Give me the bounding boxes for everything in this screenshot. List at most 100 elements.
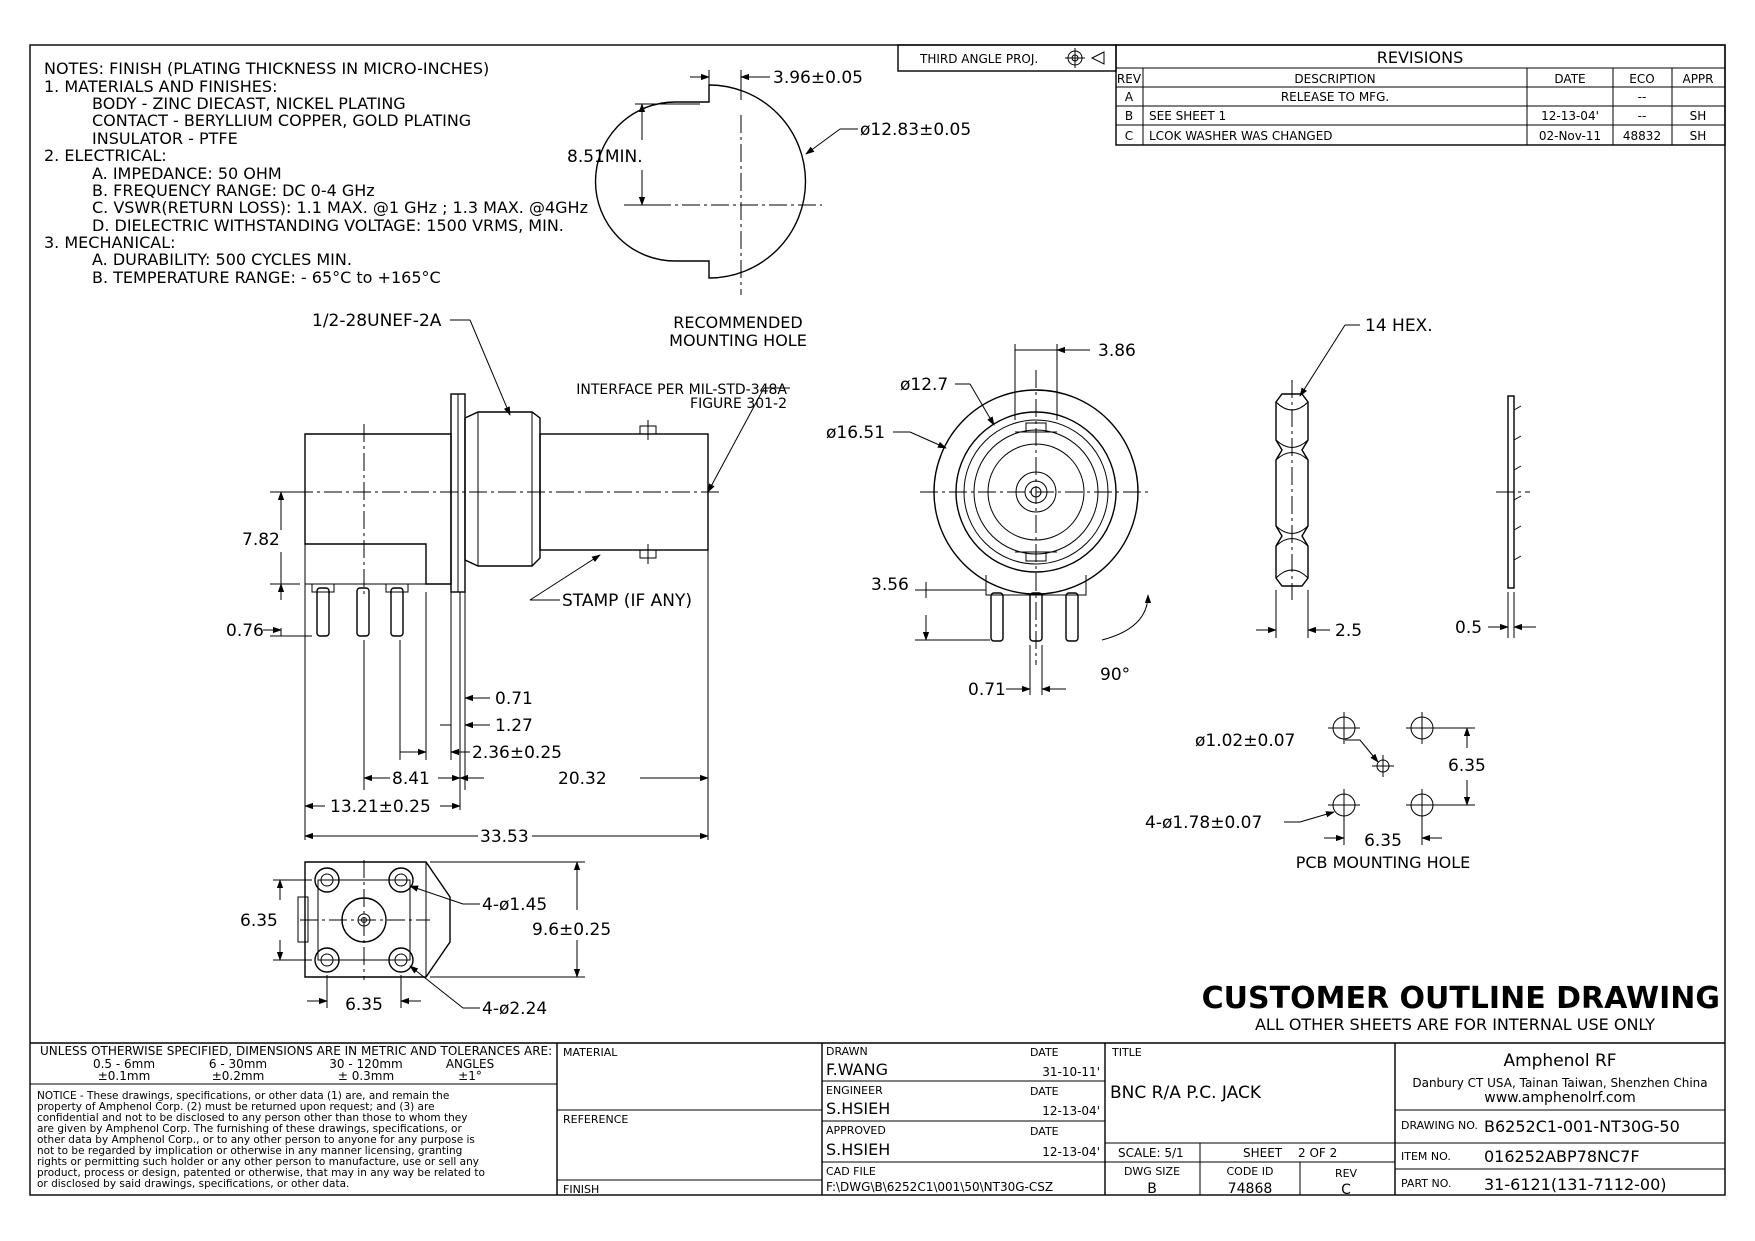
notes-line: BODY - ZINC DIECAST, NICKEL PLATING: [92, 94, 406, 113]
third-angle-icon: [1065, 48, 1105, 68]
date-label: DATE: [1030, 1085, 1059, 1098]
date-label: DATE: [1030, 1125, 1059, 1138]
description-cell: LCOK WASHER WAS CHANGED: [1149, 129, 1333, 143]
outline-banner: CUSTOMER OUTLINE DRAWING ALL OTHER SHEET…: [1202, 981, 1720, 1034]
appr-cell: SH: [1690, 109, 1707, 123]
item-no-label: ITEM NO.: [1401, 1150, 1451, 1163]
dim-label: 0.5: [1455, 618, 1482, 638]
dim-label: 0.76: [226, 621, 264, 641]
notes-line: B. TEMPERATURE RANGE: - 65°C to +165°C: [92, 268, 441, 287]
sheet-border: [29, 44, 1726, 1196]
dim-label: ø12.7: [900, 375, 948, 395]
dim-label: INTERFACE PER MIL-STD-348A: [576, 382, 787, 398]
tolerance-value: ±1°: [458, 1069, 482, 1083]
dim-label: 2.5: [1335, 621, 1362, 641]
dwg-size-label: DWG SIZE: [1124, 1165, 1180, 1178]
notice-line: property of Amphenol Corp. (2) must be r…: [37, 1101, 435, 1113]
banner-title: CUSTOMER OUTLINE DRAWING: [1202, 981, 1720, 1016]
mounting-hole-view: 3.96±0.05 ø12.83±0.05 8.51MIN. RECOMMEND…: [567, 68, 971, 350]
cad-file: F:\DWG\B\6252C1\001\50\NT30G-CSZ: [826, 1180, 1053, 1194]
code-id-label: CODE ID: [1227, 1165, 1274, 1178]
revisions-table: REVISIONS REV DESCRIPTION DATE ECO APPR …: [1115, 44, 1726, 146]
dim-label: 3.96±0.05: [773, 68, 863, 88]
notice-line: not to be regarded by implication or oth…: [37, 1145, 462, 1157]
notice-line: confidential and not to be disclosed to …: [37, 1112, 467, 1124]
dim-label: 3.86: [1098, 341, 1136, 361]
dwg-size: B: [1147, 1181, 1157, 1197]
tolerance-range: 6 - 30mm: [209, 1057, 267, 1071]
dim-label: 4-ø1.78±0.07: [1145, 813, 1262, 833]
bottom-hole: [314, 867, 414, 973]
material-label: MATERIAL: [563, 1046, 618, 1059]
pcb-hole-view: ø1.02±0.07 4-ø1.78±0.07 6.35 6.35 PCB MO…: [1145, 712, 1486, 872]
notes-line: INSULATOR - PTFE: [92, 129, 238, 148]
notice-line: other data by Amphenol Corp., or to any …: [37, 1134, 475, 1146]
tolerance-range: 30 - 120mm: [329, 1057, 403, 1071]
title-label: TITLE: [1111, 1046, 1142, 1059]
item-no: 016252ABP78NC7F: [1484, 1147, 1640, 1166]
reference-label: REFERENCE: [563, 1113, 628, 1126]
rev-cell: A: [1125, 90, 1134, 104]
view-caption: MOUNTING HOLE: [669, 331, 807, 350]
notes-line: CONTACT - BERYLLIUM COPPER, GOLD PLATING: [92, 111, 471, 130]
code-id: 74868: [1228, 1181, 1273, 1197]
dim-label: STAMP (IF ANY): [562, 591, 692, 611]
dim-label: 0.71: [495, 689, 533, 709]
tolerance-header: UNLESS OTHERWISE SPECIFIED, DIMENSIONS A…: [40, 1044, 552, 1058]
rev-col-header: REV: [1117, 72, 1142, 86]
scale: SCALE: 5/1: [1118, 1146, 1184, 1160]
tolerance-range: ANGLES: [446, 1057, 494, 1071]
notes-line: C. VSWR(RETURN LOSS): 1.1 MAX. @1 GHz ; …: [92, 198, 588, 217]
cad-file-label: CAD FILE: [826, 1165, 876, 1178]
dim-label: 3.56: [871, 575, 909, 595]
dim-label: 6.35: [345, 995, 383, 1015]
sheet-label: SHEET: [1243, 1146, 1283, 1160]
sheet-number: 2 OF 2: [1298, 1146, 1337, 1160]
tolerance-value: ±0.2mm: [212, 1069, 265, 1083]
date-cell: 02-Nov-11: [1539, 129, 1601, 143]
part-no: 31-6121(131-7112-00): [1484, 1175, 1667, 1194]
notes-line: D. DIELECTRIC WITHSTANDING VOLTAGE: 1500…: [92, 216, 564, 235]
dim-label: 8.41: [392, 769, 430, 789]
front-view: 3.86 ø12.7 ø16.51 3.56 0.71 90°: [826, 341, 1152, 700]
notice-line: NOTICE - These drawings, specifications,…: [37, 1090, 449, 1102]
pcb-hole: [1406, 712, 1438, 744]
approved-label: APPROVED: [826, 1124, 886, 1137]
company-locations: Danbury CT USA, Tainan Taiwan, Shenzhen …: [1412, 1076, 1707, 1090]
drawing-no: B6252C1-001-NT30G-50: [1484, 1117, 1680, 1136]
tolerance-value: ± 0.3mm: [338, 1069, 394, 1083]
engineer-name: S.HSIEH: [826, 1099, 890, 1118]
rev-value: C: [1341, 1182, 1351, 1198]
dim-label: 14 HEX.: [1365, 316, 1433, 336]
notes-block: NOTES: FINISH (PLATING THICKNESS IN MICR…: [44, 59, 588, 287]
drawn-label: DRAWN: [826, 1045, 868, 1058]
company-website: www.amphenolrf.com: [1484, 1090, 1635, 1106]
dim-label: 7.82: [242, 530, 280, 550]
drawing-no-label: DRAWING NO.: [1401, 1119, 1478, 1132]
description-cell: RELEASE TO MFG.: [1281, 90, 1389, 104]
approved-name: S.HSIEH: [826, 1140, 890, 1159]
notes-line: A. DURABILITY: 500 CYCLES MIN.: [92, 250, 352, 269]
date-cell: 12-13-04': [1541, 109, 1599, 123]
dim-label: 4-ø1.45: [482, 895, 547, 915]
tolerance-range: 0.5 - 6mm: [93, 1057, 155, 1071]
notice-line: are given by Amphenol Corp. The furnishi…: [37, 1123, 462, 1135]
notes-line: A. IMPEDANCE: 50 OHM: [92, 164, 282, 183]
notice-line: product, process or design, patented or …: [37, 1167, 485, 1179]
dim-label: 2.36±0.25: [472, 743, 562, 763]
notice-text: NOTICE - These drawings, specifications,…: [37, 1090, 485, 1190]
engineer-date: 12-13-04': [1042, 1104, 1100, 1118]
notes-line: 2. ELECTRICAL:: [44, 146, 167, 165]
drawn-date: 31-10-11': [1042, 1065, 1100, 1079]
dim-label: 13.21±0.25: [330, 797, 431, 817]
dim-label: 33.53: [480, 827, 529, 847]
eco-cell: --: [1638, 90, 1647, 104]
pcb-hole: [1372, 755, 1394, 777]
banner-subtitle: ALL OTHER SHEETS ARE FOR INTERNAL USE ON…: [1255, 1015, 1655, 1034]
part-no-label: PART NO.: [1401, 1177, 1451, 1190]
washer-view: 0.5: [1455, 395, 1536, 638]
bottom-view: 4-ø1.45 4-ø2.24 6.35 9.6±0.25 6.35: [240, 860, 611, 1019]
dim-label: 20.32: [558, 769, 607, 789]
title-block: UNLESS OTHERWISE SPECIFIED, DIMENSIONS A…: [30, 1042, 1725, 1198]
